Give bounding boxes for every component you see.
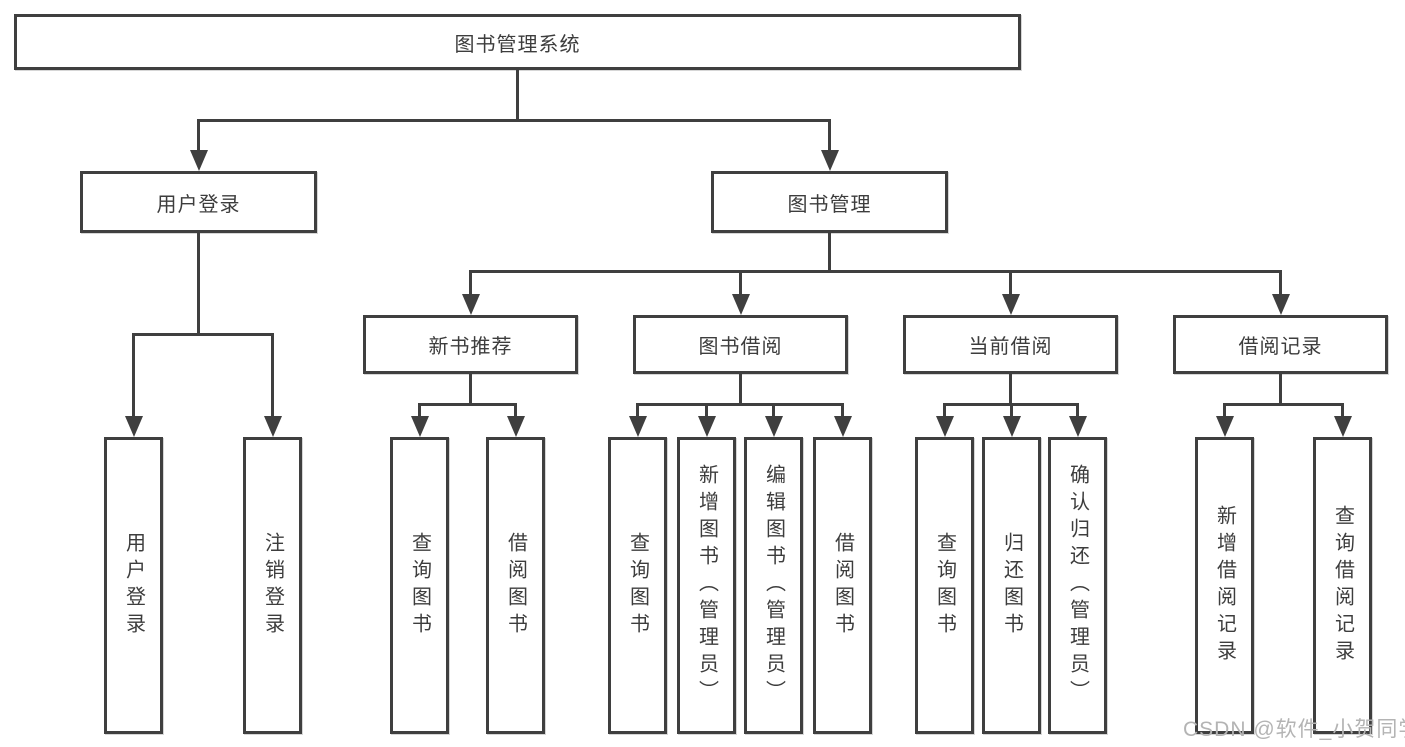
leaf-bb-add-book-admin: 新增图书（管理员） [677, 437, 736, 734]
leaf-cb-query-book: 查询图书 [915, 437, 974, 734]
leaf-bb-borrow-book: 借阅图书 [813, 437, 872, 734]
connector-arrowhead-down [264, 416, 282, 437]
leaf-cb-confirm-return-admin: 确认归还（管理员） [1048, 437, 1107, 734]
connector-arrowhead-down [1069, 416, 1087, 437]
connector-line [197, 119, 200, 152]
connector-arrowhead-down [1002, 294, 1020, 315]
connector-line [516, 69, 519, 121]
connector-line [772, 403, 775, 418]
node-borrow-records: 借阅记录 [1173, 315, 1388, 374]
connector-line [636, 403, 639, 418]
node-new-book-recommend: 新书推荐 [363, 315, 578, 374]
connector-arrowhead-down [698, 416, 716, 437]
leaf-nbr-query-book: 查询图书 [390, 437, 449, 734]
connector-line [469, 270, 472, 297]
connector-line [1223, 403, 1344, 406]
connector-line [739, 270, 742, 297]
leaf-user-login: 用户登录 [104, 437, 163, 734]
connector-arrowhead-down [462, 294, 480, 315]
connector-line [418, 403, 517, 406]
connector-arrowhead-down [1272, 294, 1290, 315]
connector-line [469, 270, 1282, 273]
connector-line [1341, 403, 1344, 418]
connector-arrowhead-down [765, 416, 783, 437]
connector-arrowhead-down [507, 416, 525, 437]
connector-line [271, 333, 274, 418]
connector-line [1010, 403, 1013, 418]
leaf-br-add-record: 新增借阅记录 [1195, 437, 1254, 734]
watermark-text: CSDN @软件_小贺同学 [1183, 718, 1405, 741]
node-root: 图书管理系统 [14, 14, 1021, 70]
connector-line [1076, 403, 1079, 418]
connector-arrowhead-down [411, 416, 429, 437]
connector-line [132, 333, 274, 336]
connector-line [828, 233, 831, 273]
connector-line [132, 333, 135, 418]
leaf-bb-query-book: 查询图书 [608, 437, 667, 734]
connector-arrowhead-down [125, 416, 143, 437]
connector-line [943, 403, 946, 418]
connector-arrowhead-down [1334, 416, 1352, 437]
leaf-br-query-record: 查询借阅记录 [1313, 437, 1372, 734]
connector-arrowhead-down [936, 416, 954, 437]
connector-arrowhead-down [629, 416, 647, 437]
connector-arrowhead-down [834, 416, 852, 437]
connector-line [469, 373, 472, 405]
node-book-borrow: 图书借阅 [633, 315, 848, 374]
node-current-borrow: 当前借阅 [903, 315, 1118, 374]
connector-line [1009, 270, 1012, 297]
connector-line [197, 233, 200, 335]
node-user-login: 用户登录 [80, 171, 317, 233]
connector-arrowhead-down [1216, 416, 1234, 437]
connector-line [1223, 403, 1226, 418]
connector-arrowhead-down [732, 294, 750, 315]
leaf-nbr-borrow-book: 借阅图书 [486, 437, 545, 734]
leaf-bb-edit-book-admin: 编辑图书（管理员） [744, 437, 803, 734]
connector-line [1279, 373, 1282, 405]
connector-line [1009, 373, 1012, 405]
leaf-cb-return-book: 归还图书 [982, 437, 1041, 734]
connector-line [418, 403, 421, 418]
connector-arrowhead-down [190, 150, 208, 171]
connector-line [1279, 270, 1282, 297]
connector-line [705, 403, 708, 418]
connector-arrowhead-down [821, 150, 839, 171]
connector-line [197, 119, 831, 122]
node-book-management: 图书管理 [711, 171, 948, 233]
connector-line [841, 403, 844, 418]
connector-line [514, 403, 517, 418]
connector-line [739, 373, 742, 405]
connector-line [636, 403, 844, 406]
connector-arrowhead-down [1003, 416, 1021, 437]
connector-line [828, 119, 831, 152]
leaf-logout-login: 注销登录 [243, 437, 302, 734]
